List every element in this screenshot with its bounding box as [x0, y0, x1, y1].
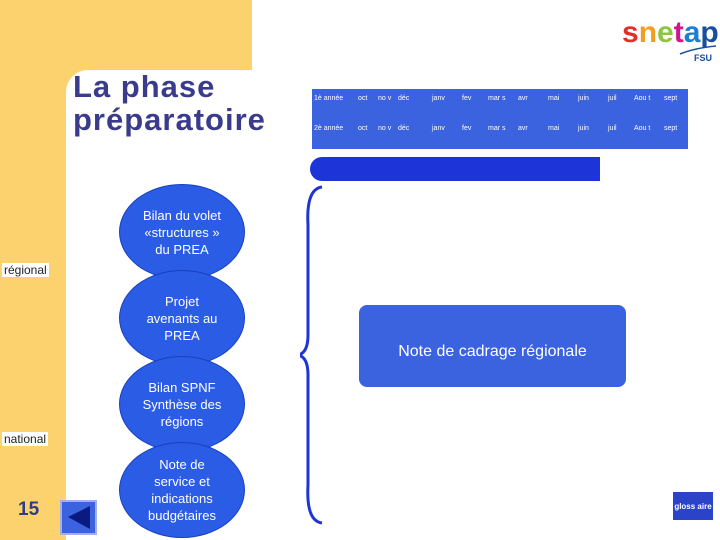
step-label: Bilan SPNF Synthèse des régions — [142, 379, 222, 429]
step-circle-projet-avenants: Projet avenants au PREA — [119, 270, 245, 366]
year-label: 2è année — [312, 119, 356, 149]
month-cell: avr — [516, 89, 546, 119]
step-circle-bilan-structures: Bilan du volet «structures » du PREA — [119, 184, 245, 280]
svg-text:FSU: FSU — [694, 53, 712, 63]
month-cell: oct — [356, 89, 376, 119]
month-cell: janv — [430, 89, 460, 119]
title-panel — [66, 70, 308, 145]
month-cell: fev — [460, 119, 486, 149]
timeline-row-year1: 1è année oct no v déc janv fev mar s avr… — [312, 89, 688, 119]
svg-text:snetap: snetap — [622, 16, 718, 49]
month-cell: mai — [546, 89, 576, 119]
snetap-logo: snetap FSU — [622, 16, 718, 63]
page-title: La phase préparatoire — [73, 69, 266, 137]
step-circle-note-service: Note de service et indications budgétair… — [119, 442, 245, 538]
step-label: Projet avenants au PREA — [146, 293, 218, 343]
back-button[interactable] — [60, 500, 97, 535]
month-cell: sept — [662, 89, 688, 119]
step-circle-bilan-spnf: Bilan SPNF Synthèse des régions — [119, 356, 245, 452]
timeline-row-year2: 2è année oct no v déc janv fev mar s avr… — [312, 119, 688, 149]
glossary-button[interactable]: gloss aire — [673, 492, 713, 520]
year-label: 1è année — [312, 89, 356, 119]
month-cell: juin — [576, 89, 606, 119]
month-cell: fev — [460, 89, 486, 119]
note-cadrage-regionale: Note de cadrage régionale — [359, 305, 626, 387]
back-arrow-icon — [68, 506, 90, 529]
step-label: Note de service et indications budgétair… — [148, 457, 216, 523]
month-cell: no v — [376, 89, 396, 119]
page-number: 15 — [18, 499, 40, 520]
month-cell: juil — [606, 89, 632, 119]
month-cell: oct — [356, 119, 376, 149]
month-cell: mar s — [486, 89, 516, 119]
month-cell: juil — [606, 119, 632, 149]
month-cell: avr — [516, 119, 546, 149]
timeline-table: 1è année oct no v déc janv fev mar s avr… — [312, 89, 688, 149]
month-cell: Aou t — [632, 119, 662, 149]
month-cell: déc — [396, 119, 430, 149]
month-cell: no v — [376, 119, 396, 149]
level-label-national: national — [2, 432, 49, 446]
month-cell: mai — [546, 119, 576, 149]
month-cell: mar s — [486, 119, 516, 149]
month-cell: déc — [396, 89, 430, 119]
right-brace-icon — [300, 185, 323, 525]
step-label: Bilan du volet «structures » du PREA — [142, 207, 222, 257]
timeline-progress-bar — [310, 157, 600, 181]
level-label-regional: régional — [2, 263, 49, 277]
month-cell: janv — [430, 119, 460, 149]
month-cell: juin — [576, 119, 606, 149]
month-cell: sept — [662, 119, 688, 149]
month-cell: Aou t — [632, 89, 662, 119]
